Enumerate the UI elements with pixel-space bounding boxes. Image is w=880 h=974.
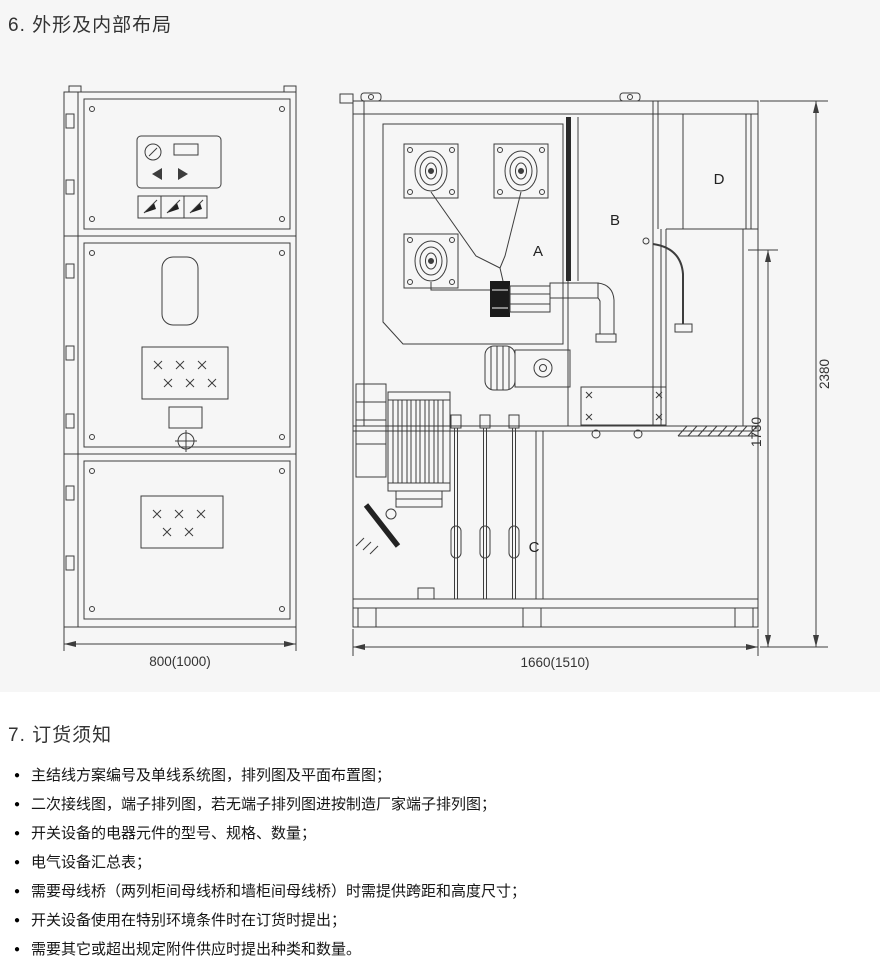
bullet-icon: ● — [14, 886, 21, 897]
bullet-icon: ● — [14, 799, 21, 810]
bullet-icon: ● — [14, 857, 21, 868]
ordering-notes-list: ● 主结线方案编号及单线系统图，排列图及平面布置图； ● 二次接线图，端子排列图… — [8, 767, 868, 958]
note-item: ● 开关设备的电器元件的型号、规格、数量； — [8, 825, 868, 842]
front-view-linework — [63, 85, 297, 651]
compartment-label-b: B — [610, 212, 620, 229]
note-item: ● 需要母线桥（两列柜间母线桥和墙柜间母线桥）时需提供跨距和高度尺寸； — [8, 883, 868, 900]
layout-section: 6. 外形及内部布局 — [8, 15, 832, 670]
bullet-icon: ● — [14, 828, 21, 839]
compartment-label-a: A — [533, 243, 543, 260]
bullet-icon: ● — [14, 944, 21, 955]
note-item: ● 二次接线图，端子排列图，若无端子排列图进按制造厂家端子排列图； — [8, 796, 868, 813]
note-text: 主结线方案编号及单线系统图，排列图及平面布置图； — [31, 767, 392, 784]
ordering-section: 7. 订货须知 ● 主结线方案编号及单线系统图，排列图及平面布置图； ● 二次接… — [0, 692, 880, 958]
note-item: ● 主结线方案编号及单线系统图，排列图及平面布置图； — [8, 767, 868, 784]
inner-height-dimension: 1730 — [749, 417, 764, 447]
cabinet-front-view-drawing: 800(1000) — [63, 85, 297, 669]
note-text: 需要母线桥（两列柜间母线桥和墙柜间母线桥）时需提供跨距和高度尺寸； — [31, 883, 527, 900]
depth-dimension: 1660(1510) — [520, 655, 589, 670]
side-view-labels: A B C D 2380 1730 1660(1510) — [520, 171, 832, 670]
note-item: ● 开关设备使用在特别环境条件时在订货时提出； — [8, 912, 868, 929]
front-width-dimension: 800(1000) — [149, 654, 211, 669]
section7-title: 7. 订货须知 — [8, 725, 113, 746]
compartment-label-c: C — [529, 539, 540, 556]
note-text: 电气设备汇总表； — [31, 854, 152, 871]
cabinet-side-view-drawing: A B C D 2380 1730 1660(1510) — [339, 92, 832, 670]
bullet-icon: ● — [14, 770, 21, 781]
side-view-linework — [339, 92, 828, 656]
note-item: ● 电气设备汇总表； — [8, 854, 868, 871]
note-text: 开关设备的电器元件的型号、规格、数量； — [31, 825, 317, 842]
note-text: 二次接线图，端子排列图，若无端子排列图进按制造厂家端子排列图； — [31, 796, 497, 813]
note-item: ● 需要其它或超出规定附件供应时提出种类和数量。 — [8, 941, 868, 958]
note-text: 开关设备使用在特别环境条件时在订货时提出； — [31, 912, 347, 929]
compartment-label-d: D — [714, 171, 725, 188]
note-text: 需要其它或超出规定附件供应时提出种类和数量。 — [31, 941, 362, 958]
section6-title: 6. 外形及内部布局 — [8, 15, 173, 36]
height-dimension: 2380 — [817, 359, 832, 389]
bullet-icon: ● — [14, 915, 21, 926]
